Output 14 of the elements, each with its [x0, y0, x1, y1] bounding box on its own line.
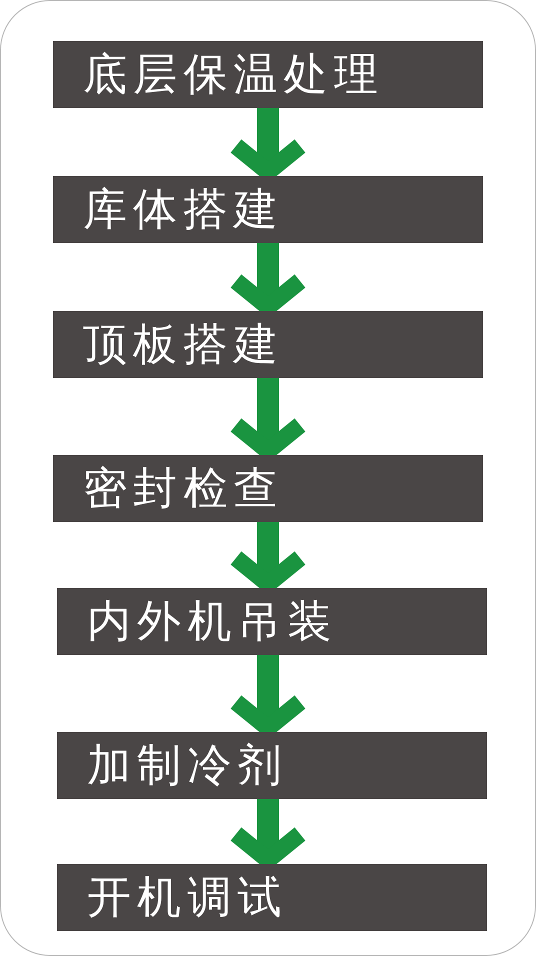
step-label: 内外机吊装	[87, 600, 338, 644]
process-box	[53, 41, 483, 108]
process-box	[57, 588, 487, 655]
step-label: 密封检查	[83, 466, 284, 510]
process-box	[57, 864, 487, 931]
process-box	[53, 311, 483, 378]
process-box	[53, 455, 483, 522]
process-box	[57, 732, 487, 799]
step-label: 加制冷剂	[87, 744, 288, 788]
step-label: 底层保温处理	[83, 52, 384, 96]
step-label: 顶板搭建	[83, 322, 284, 366]
step-label: 库体搭建	[83, 188, 284, 232]
step-label: 开机调试	[87, 876, 288, 920]
process-box	[53, 176, 483, 243]
